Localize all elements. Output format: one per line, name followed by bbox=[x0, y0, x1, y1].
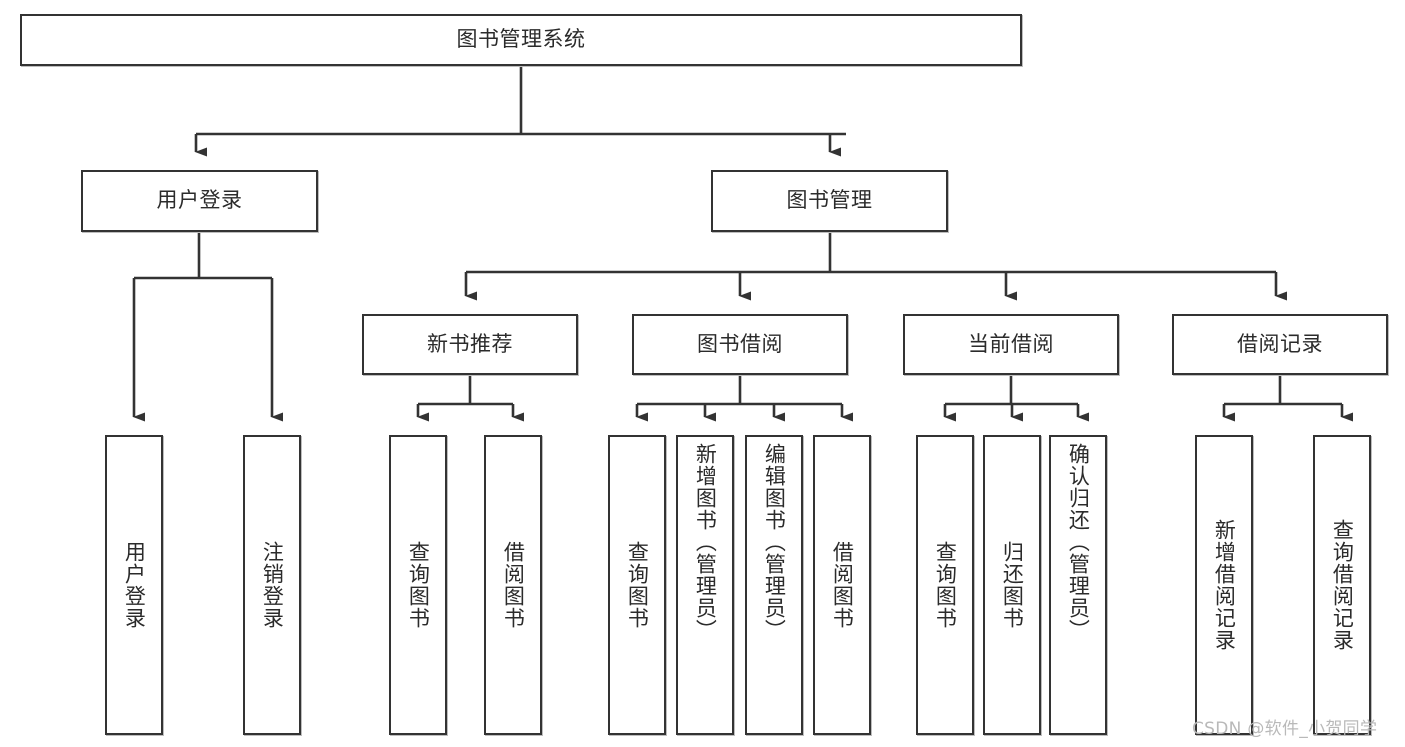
node-leaf-cur-query-book[interactable]: 查询图书 bbox=[916, 435, 974, 735]
node-leaf-query-borrow-record-label: 查询借阅记录 bbox=[1330, 519, 1355, 651]
node-leaf-user-login[interactable]: 用户登录 bbox=[105, 435, 163, 735]
node-leaf-rec-borrow-book[interactable]: 借阅图书 bbox=[484, 435, 542, 735]
node-current-borrow[interactable]: 当前借阅 bbox=[903, 314, 1119, 375]
node-leaf-edit-book-admin[interactable]: 编辑图书（管理员） bbox=[745, 435, 803, 735]
node-leaf-confirm-return-admin[interactable]: 确认归还（管理员） bbox=[1049, 435, 1107, 735]
node-leaf-user-login-label: 用户登录 bbox=[122, 541, 147, 629]
node-book-manage-label: 图书管理 bbox=[786, 188, 873, 213]
node-leaf-return-book-label: 归还图书 bbox=[1000, 541, 1025, 629]
node-leaf-lend-book[interactable]: 借阅图书 bbox=[813, 435, 871, 735]
node-leaf-borrow-query-book[interactable]: 查询图书 bbox=[608, 435, 666, 735]
csdn-watermark: CSDN @软件_小贺同学 bbox=[1192, 719, 1378, 739]
node-leaf-add-book-admin-label: 新增图书（管理员） bbox=[693, 443, 718, 641]
node-leaf-edit-book-admin-label: 编辑图书（管理员） bbox=[762, 443, 787, 641]
node-root-system[interactable]: 图书管理系统 bbox=[20, 14, 1022, 66]
node-book-borrow[interactable]: 图书借阅 bbox=[632, 314, 848, 375]
node-leaf-add-borrow-record-label: 新增借阅记录 bbox=[1212, 519, 1237, 651]
node-book-borrow-label: 图书借阅 bbox=[697, 331, 783, 356]
node-borrow-record[interactable]: 借阅记录 bbox=[1172, 314, 1388, 375]
node-leaf-return-book[interactable]: 归还图书 bbox=[983, 435, 1041, 735]
node-leaf-lend-book-label: 借阅图书 bbox=[830, 541, 855, 629]
node-leaf-borrow-query-book-label: 查询图书 bbox=[625, 541, 650, 629]
node-leaf-user-logout[interactable]: 注销登录 bbox=[243, 435, 301, 735]
node-leaf-rec-query-book-label: 查询图书 bbox=[406, 541, 431, 629]
node-new-book-rec-label: 新书推荐 bbox=[427, 331, 513, 356]
node-borrow-record-label: 借阅记录 bbox=[1237, 331, 1323, 356]
node-leaf-add-borrow-record[interactable]: 新增借阅记录 bbox=[1195, 435, 1253, 735]
node-leaf-query-borrow-record[interactable]: 查询借阅记录 bbox=[1313, 435, 1371, 735]
node-new-book-rec[interactable]: 新书推荐 bbox=[362, 314, 578, 375]
node-leaf-user-logout-label: 注销登录 bbox=[260, 541, 285, 629]
node-leaf-rec-borrow-book-label: 借阅图书 bbox=[501, 541, 526, 629]
node-root-label: 图书管理系统 bbox=[456, 27, 586, 52]
node-user-login-label: 用户登录 bbox=[156, 188, 243, 213]
node-user-login[interactable]: 用户登录 bbox=[81, 170, 318, 232]
node-leaf-add-book-admin[interactable]: 新增图书（管理员） bbox=[676, 435, 734, 735]
node-current-borrow-label: 当前借阅 bbox=[968, 331, 1054, 356]
node-leaf-confirm-return-admin-label: 确认归还（管理员） bbox=[1066, 443, 1091, 641]
node-leaf-cur-query-book-label: 查询图书 bbox=[933, 541, 958, 629]
node-book-manage[interactable]: 图书管理 bbox=[711, 170, 948, 232]
node-leaf-rec-query-book[interactable]: 查询图书 bbox=[389, 435, 447, 735]
